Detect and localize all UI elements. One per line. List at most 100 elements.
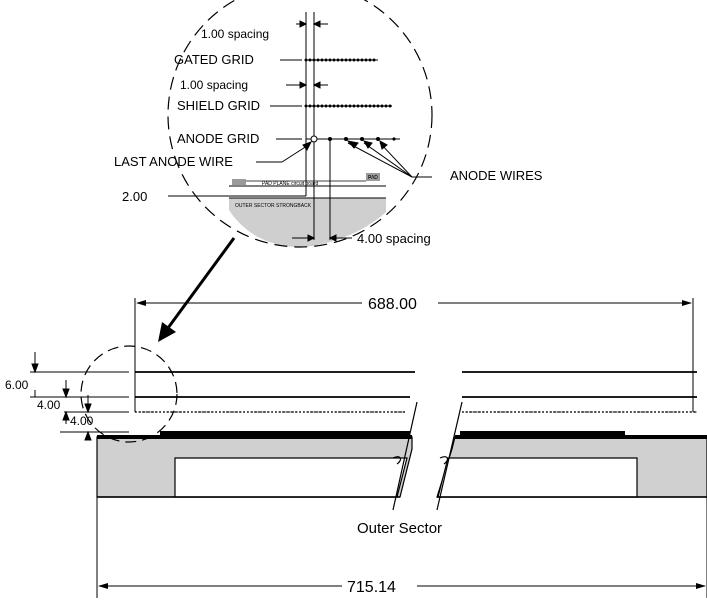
anode-plane-dot <box>630 411 632 413</box>
anode-plane-dot <box>211 411 213 413</box>
anode-plane-dot <box>359 411 361 413</box>
gated-grid-wires <box>304 58 378 62</box>
mid-spacing-arrows <box>286 81 328 89</box>
anode-plane-dot <box>598 411 600 413</box>
anode-plane-dot <box>678 411 680 413</box>
wire-dot <box>304 104 308 108</box>
anode-plane-dot <box>534 411 536 413</box>
pad-plane-label: PAD PLANE circuit board <box>262 181 319 187</box>
left-dimensions <box>30 352 129 441</box>
anode-plane-dot <box>626 411 628 413</box>
anode-plane-dot <box>311 411 313 413</box>
wire-dot <box>364 104 368 108</box>
wire-dot <box>384 104 388 108</box>
anode-plane-dot <box>526 411 528 413</box>
wire-dot <box>312 104 316 108</box>
anode-plane-dot <box>391 411 393 413</box>
wire-dot <box>332 58 336 62</box>
wire-dot <box>368 58 372 62</box>
anode-plane-dot <box>347 411 349 413</box>
dim-6-label: 6.00 <box>5 378 29 392</box>
last-anode-wire-label: LAST ANODE WIRE <box>114 154 233 169</box>
anode-plane-dot <box>666 411 668 413</box>
anode-plane-dot <box>291 411 293 413</box>
anode-plane-dot <box>510 411 512 413</box>
anode-plane-dot <box>239 411 241 413</box>
wire-dot <box>356 104 360 108</box>
anode-plane-dot <box>470 411 472 413</box>
anode-plane-dot <box>339 411 341 413</box>
shield-grid-wires <box>304 104 392 108</box>
wire-dot <box>348 104 352 108</box>
anode-plane-dot <box>147 411 149 413</box>
anode-plane-dot <box>167 411 169 413</box>
edge-magnifier-circle <box>80 345 178 443</box>
wire-dot <box>368 104 372 108</box>
anode-plane-dot <box>522 411 524 413</box>
anode-plane-dot <box>335 411 337 413</box>
anode-plane-dot <box>478 411 480 413</box>
anode-plane-dot <box>263 411 265 413</box>
wire-dot <box>328 58 332 62</box>
anode-plane-dot <box>646 411 648 413</box>
wire-dot <box>336 58 340 62</box>
anode-plane-dot <box>614 411 616 413</box>
anode-plane-dot <box>602 411 604 413</box>
anode-plane-dot <box>155 411 157 413</box>
anode-plane-dot <box>255 411 257 413</box>
anode-plane-dot <box>654 411 656 413</box>
anode-plane-dot <box>223 411 225 413</box>
anode-plane-dot <box>227 411 229 413</box>
anode-plane-dot <box>183 411 185 413</box>
anode-plane-dot <box>247 411 249 413</box>
anode-plane-dot <box>271 411 273 413</box>
anode-plane-dot <box>159 411 161 413</box>
anode-plane-dot <box>642 411 644 413</box>
anode-plane-dot <box>343 411 345 413</box>
break-lines <box>392 401 463 511</box>
anode-plane-dot <box>403 411 405 413</box>
anode-plane-dot <box>351 411 353 413</box>
anode-plane-dot <box>363 411 365 413</box>
anode-plane-dot <box>578 411 580 413</box>
anode-plane-dot <box>662 411 664 413</box>
anode-plane-dot <box>307 411 309 413</box>
wire-dot <box>364 58 368 62</box>
wire-dot <box>340 104 344 108</box>
anode-plane-dot <box>151 411 153 413</box>
anode-plane-dot <box>482 411 484 413</box>
anode-plane-dot <box>546 411 548 413</box>
strongback-fill <box>229 198 386 247</box>
wire-dot <box>348 58 352 62</box>
mid-spacing-label: 1.00 spacing <box>180 78 248 92</box>
anode-plane-dot <box>259 411 261 413</box>
wire-dot <box>316 58 320 62</box>
anode-plane-dot <box>462 411 464 413</box>
wire-dot <box>376 104 380 108</box>
anode-plane-dot <box>179 411 181 413</box>
anode-plane-dot <box>498 411 500 413</box>
anode-plane-dot <box>542 411 544 413</box>
anode-plane-dot <box>319 411 321 413</box>
wire-dot <box>372 58 376 62</box>
wire-dot <box>312 58 316 62</box>
wire-dot <box>340 58 344 62</box>
anode-plane-dot <box>295 411 297 413</box>
anode-plane-dot <box>650 411 652 413</box>
anode-plane-dot <box>490 411 492 413</box>
anode-plane-dot <box>658 411 660 413</box>
anode-plane-dot <box>251 411 253 413</box>
width-715-label: 715.14 <box>347 579 396 596</box>
anode-plane-dot <box>586 411 588 413</box>
sector-view: 688.00 <box>5 296 707 598</box>
anode-plane-dot <box>299 411 301 413</box>
anode-plane-dot <box>562 411 564 413</box>
anode-plane-dot <box>494 411 496 413</box>
wire-dot <box>332 104 336 108</box>
anode-plane-dot <box>686 411 688 413</box>
anode-plane-dot <box>219 411 221 413</box>
anode-plane-dot <box>143 411 145 413</box>
anode-plane-dot <box>303 411 305 413</box>
anode-plane-dot <box>287 411 289 413</box>
